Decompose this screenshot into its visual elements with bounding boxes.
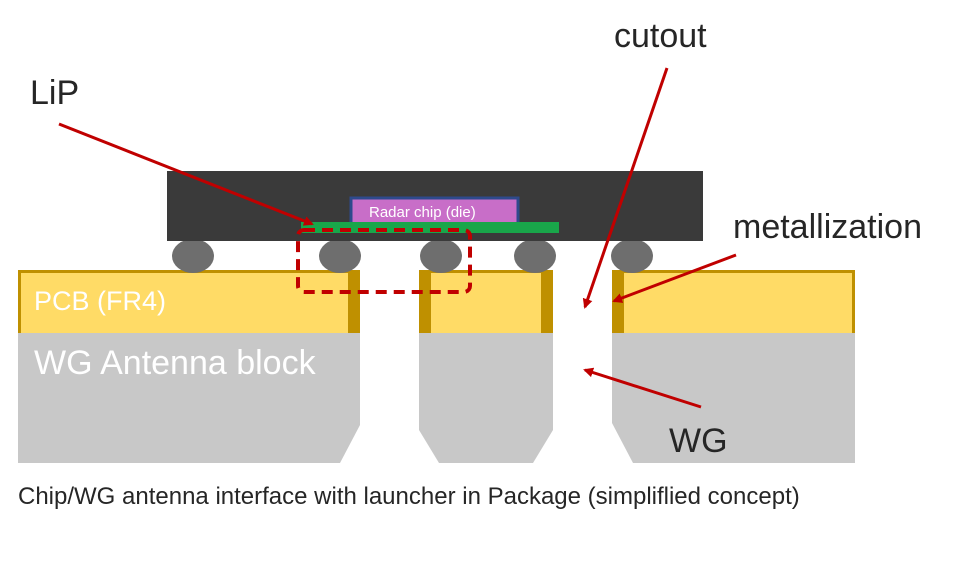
metallization-right-wall <box>612 270 624 333</box>
label-cutout: cutout <box>614 17 707 55</box>
solder-ball-4 <box>514 239 556 273</box>
pcb-right-outer-edge <box>852 270 855 333</box>
metallization-middle-left-wall <box>419 270 431 333</box>
antenna-block-left <box>18 333 360 463</box>
metallization-left-wall <box>348 270 360 333</box>
pcb-left <box>18 270 360 333</box>
figure-caption: Chip/WG antenna interface with launcher … <box>18 483 800 510</box>
label-antenna-block: WG Antenna block <box>34 344 316 382</box>
solder-ball-3 <box>420 239 462 273</box>
label-lip: LiP <box>30 74 80 112</box>
pcb-middle <box>419 270 553 333</box>
label-pcb: PCB (FR4) <box>34 286 167 316</box>
pcb-right <box>612 270 855 333</box>
solder-ball-1 <box>172 239 214 273</box>
solder-ball-5 <box>611 239 653 273</box>
launcher-substrate <box>301 222 559 233</box>
label-wg: WG <box>669 422 728 460</box>
arrow-wg <box>583 367 702 409</box>
label-metallization: metallization <box>733 208 922 246</box>
solder-ball-2 <box>319 239 361 273</box>
pcb-middle-top-edge <box>419 270 553 273</box>
arrow-cutout <box>582 67 669 309</box>
label-radar-chip: Radar chip (die) <box>369 204 476 221</box>
pcb-right-top-edge <box>612 270 855 273</box>
antenna-block-right <box>612 333 855 463</box>
arrow-metallization <box>612 253 737 303</box>
lip-highlight-box <box>296 228 472 294</box>
arrow-lip <box>58 122 314 226</box>
pcb-left-outer-edge <box>18 270 21 333</box>
metallization-middle-right-wall <box>541 270 553 333</box>
antenna-block-middle <box>419 333 553 463</box>
